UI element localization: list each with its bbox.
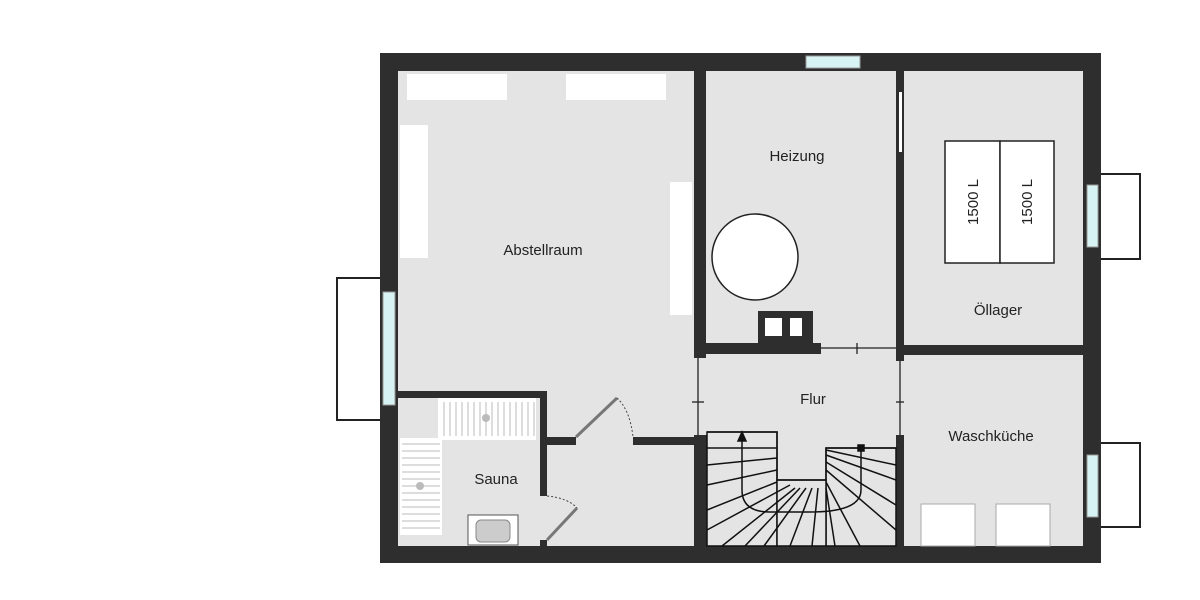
bay-left	[336, 277, 383, 421]
openings	[692, 343, 904, 435]
stair-step	[825, 487, 836, 547]
stair-step	[811, 487, 819, 547]
stair-step	[721, 487, 796, 547]
staircase	[706, 430, 897, 547]
window-heizung-side	[899, 92, 902, 152]
oil-tanks: 1500 L 1500 L	[944, 140, 1055, 264]
stair-step	[744, 487, 801, 547]
room-label-heizung: Heizung	[769, 148, 824, 165]
room-label-sauna: Sauna	[474, 471, 518, 488]
shelves	[400, 74, 692, 315]
door-sauna[interactable]	[545, 495, 579, 542]
room-label-abstellraum: Abstellraum	[503, 242, 582, 259]
tank-label: 1500 L	[965, 179, 982, 225]
window-left	[382, 291, 396, 406]
tank-label: 1500 L	[1019, 179, 1036, 225]
door-abstellraum[interactable]	[574, 396, 634, 439]
room-label-waschkueche: Waschküche	[948, 428, 1033, 445]
stair-step	[825, 469, 897, 531]
interior-walls	[398, 71, 1083, 546]
window-right-bottom	[1086, 454, 1099, 518]
stair-step	[763, 487, 807, 547]
room-label-flur: Flur	[800, 391, 826, 408]
stair-step	[789, 487, 813, 547]
window-right-top	[1086, 184, 1099, 248]
window-top	[805, 55, 861, 69]
chimney-icon	[758, 311, 813, 345]
stair-step	[706, 484, 791, 531]
sauna-oven-icon	[467, 514, 519, 546]
bay-right-bottom	[1097, 442, 1141, 528]
stair-step	[825, 481, 861, 547]
washing-machines	[920, 503, 1051, 547]
sauna-benches	[400, 398, 536, 535]
bay-right-top	[1097, 173, 1141, 260]
boiler-icon	[711, 213, 799, 301]
room-label-oellager: Öllager	[974, 301, 1022, 319]
